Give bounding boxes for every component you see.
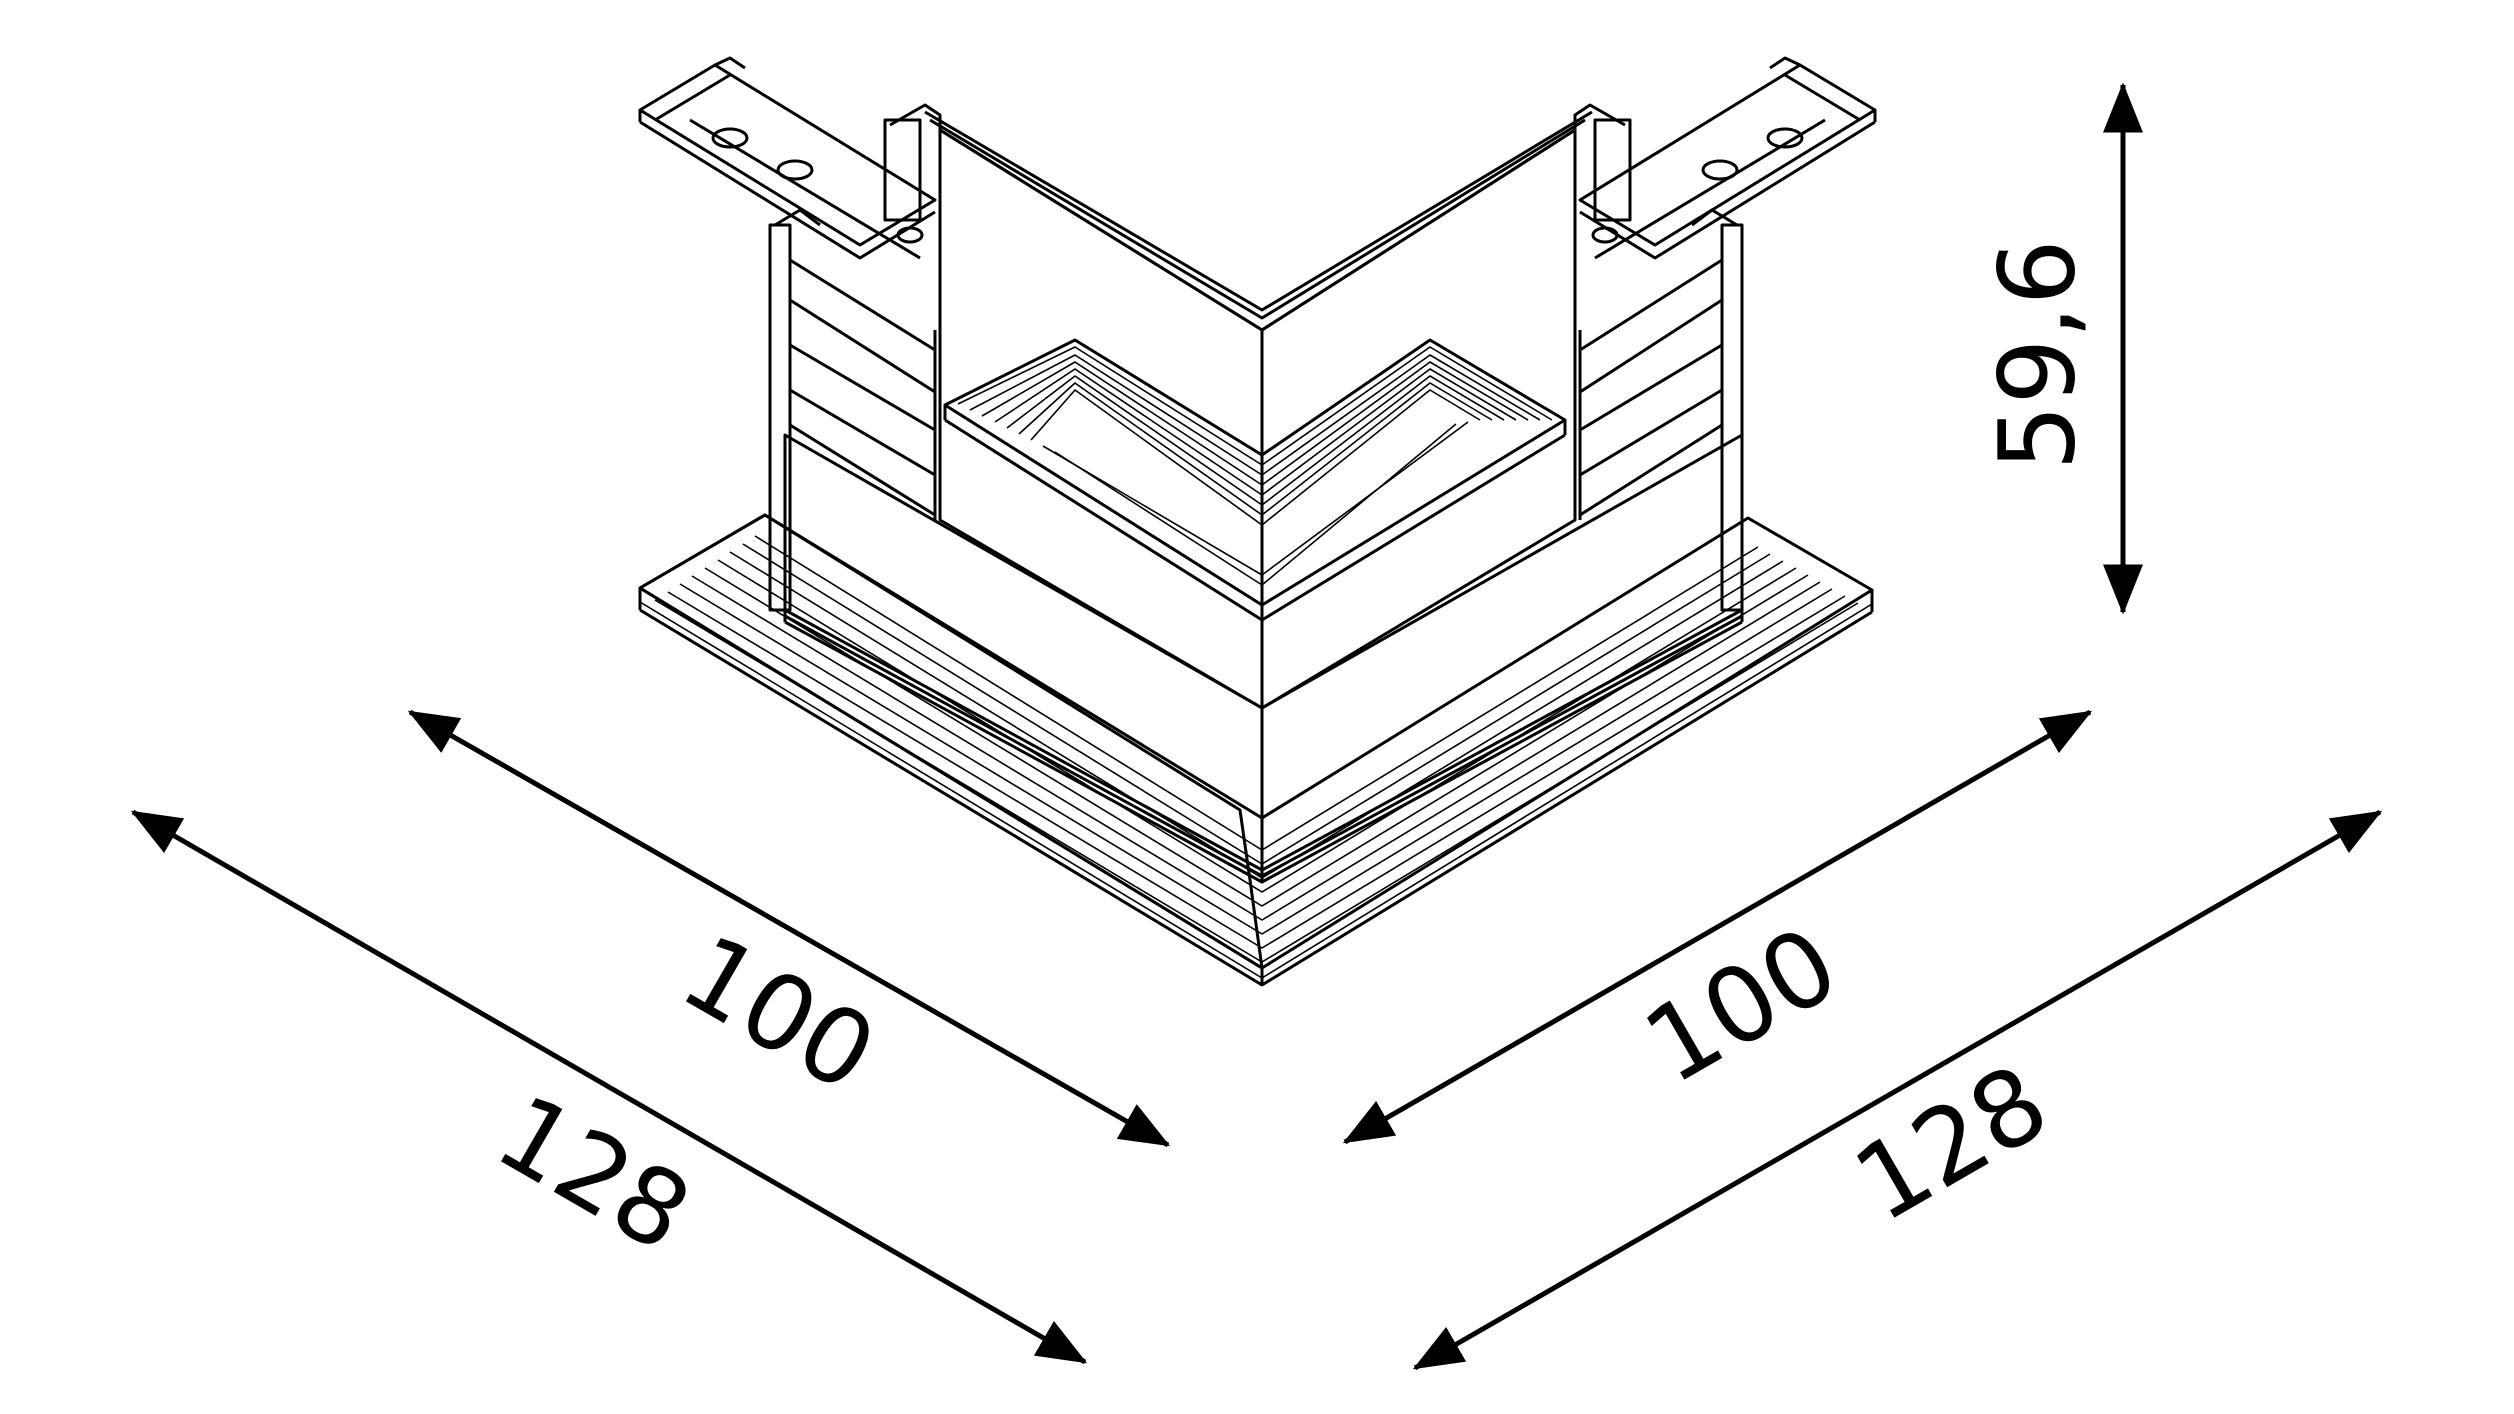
base-flange-outline [638, 513, 1874, 970]
right-connector-arm [1573, 56, 1877, 260]
dimension-lines [130, 82, 2383, 1371]
inner-right-dimension-label: 100 [1625, 903, 1858, 1108]
body-right-face [1260, 433, 1744, 872]
inner-step-hatching [957, 346, 1553, 586]
product-outline [638, 56, 1877, 987]
outer-right-dimension-label: 128 [1835, 1041, 2068, 1246]
left-connector-arm [638, 56, 942, 260]
height-dimension-label: 59,6 [1976, 239, 2098, 471]
outer-right-dimension-arrow [1412, 809, 2383, 1371]
right-rail [1578, 208, 1744, 612]
outer-left-dimension-label: 128 [477, 1071, 710, 1276]
outer-left-dimension-arrow [130, 809, 1088, 1365]
left-rail [768, 208, 937, 612]
inner-left-dimension-label: 100 [662, 911, 895, 1116]
base-flange-top [638, 513, 1264, 970]
